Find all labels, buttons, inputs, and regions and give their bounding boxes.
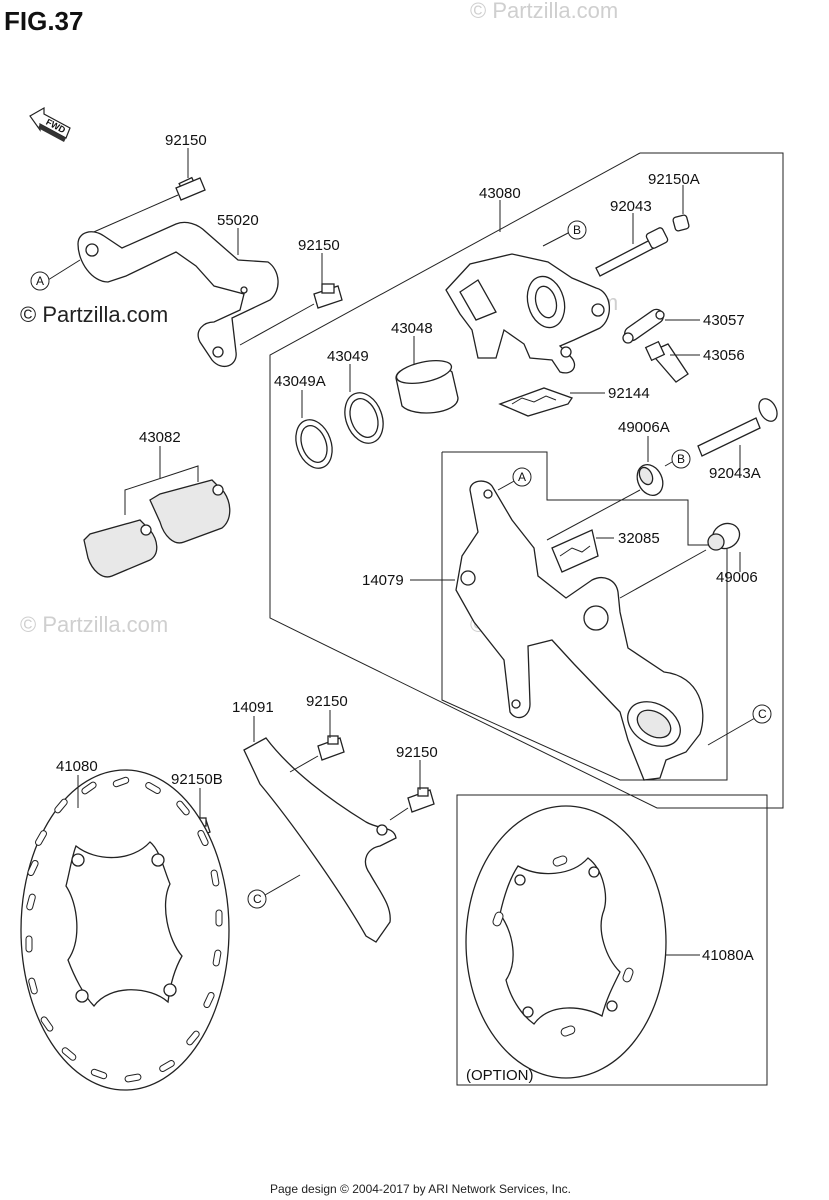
callout-a-left-text: A [36,274,44,288]
label-55020: 55020 [217,212,259,229]
label-43048: 43048 [391,320,433,337]
piston-43048 [395,359,459,414]
watermark-main: © Partzilla.com [20,302,168,327]
brake-disc-41080A [465,805,667,1079]
bleeder-valve-43056 [644,340,689,383]
label-92150-top: 92150 [165,132,207,149]
label-43049: 43049 [327,348,369,365]
label-41080: 41080 [56,758,98,775]
callout-a-mid-text: A [518,470,526,484]
label-43082: 43082 [139,429,181,446]
plug-92150A [672,214,690,232]
seal-43049A [295,419,333,469]
callout-a-mid [512,467,532,487]
bleeder-cap-43057 [622,308,665,344]
label-49006A: 49006A [618,419,670,436]
disc-slots [25,776,223,1083]
label-92043A: 92043A [709,465,761,482]
label-43080: 43080 [479,185,521,202]
callout-b-top-text: B [573,223,581,237]
callout-b-top [567,220,587,240]
figure-title: FIG.37 [4,6,83,36]
label-92150-lower1: 92150 [306,693,348,710]
spring-92144 [498,387,574,417]
callout-c-right-text: C [758,707,767,721]
label-92150A: 92150A [648,171,700,188]
label-14091: 14091 [232,699,274,716]
label-92150-lower2: 92150 [396,744,438,761]
option-box [456,794,768,1086]
bolt-92150-lower1 [289,735,345,773]
disc-guard-14091 [243,737,397,943]
pin-92043 [595,227,669,277]
label-92043: 92043 [610,198,652,215]
pin-92043A [697,398,778,457]
label-43056: 43056 [703,347,745,364]
callout-c-lower-text: C [253,892,262,906]
label-43057: 43057 [703,312,745,329]
watermark-top: © Partzilla.com [470,0,618,23]
bolt-92150-lower2 [389,787,435,821]
brake-disc-41080 [20,769,230,1091]
footer-copyright: Page design © 2004-2017 by ARI Network S… [270,1182,571,1196]
caliper-43080 [445,253,610,374]
label-92150-mid: 92150 [298,237,340,254]
option-label: (OPTION) [466,1067,534,1084]
brake-pads-43082 [83,479,231,578]
bracket-outline [441,451,728,781]
callout-b-mid [671,449,691,469]
seal-43049 [344,392,384,444]
bolt-92150-top [79,176,206,239]
watermark-left-mid: © Partzilla.com [20,612,168,637]
plate-32085 [551,529,599,573]
caliper-bracket-14079 [455,480,704,781]
caliper-assembly-outline [269,152,784,809]
callout-c-right [752,704,772,724]
label-41080A: 41080A [702,947,754,964]
label-32085: 32085 [618,530,660,547]
boot-49006 [707,522,741,551]
fwd-arrow-icon: FWD [29,106,71,142]
boot-49006A [636,463,664,497]
label-92144: 92144 [608,385,650,402]
bolt-92150-mid [239,283,343,346]
label-49006: 49006 [716,569,758,586]
callout-c-lower [247,889,267,909]
label-14079: 14079 [362,572,404,589]
callout-b-mid-text: B [677,452,685,466]
bracket-55020 [77,221,279,368]
label-92150B: 92150B [171,771,223,788]
label-43049A: 43049A [274,373,326,390]
callout-a-left [30,271,50,291]
